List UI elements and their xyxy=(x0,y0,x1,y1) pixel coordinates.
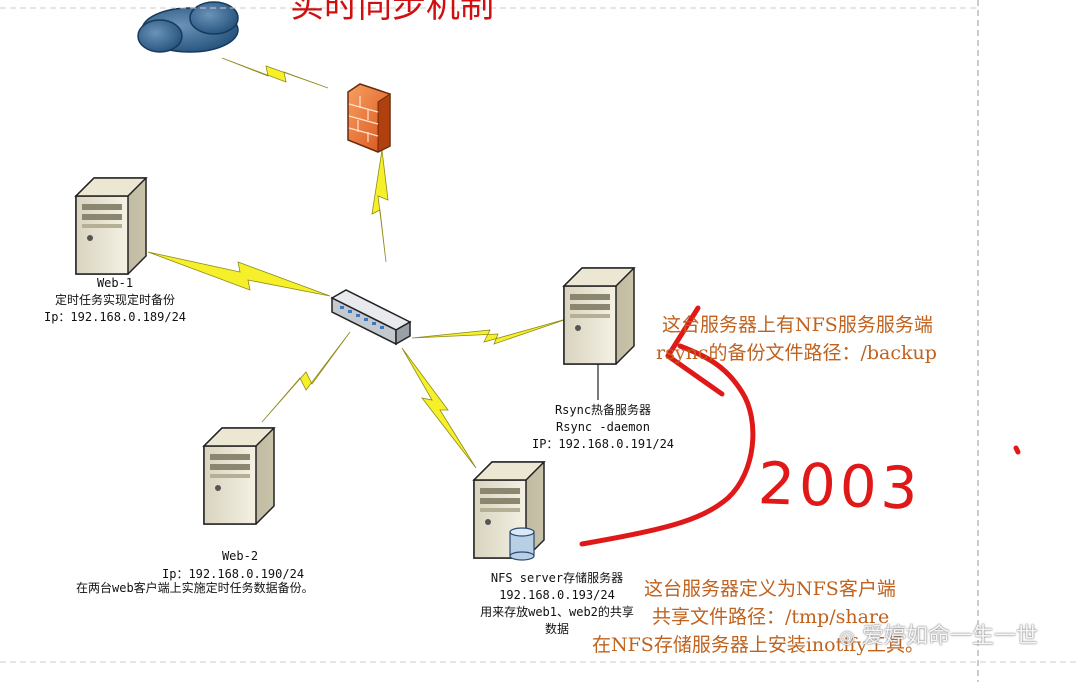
nfs-name: NFS server存储服务器 xyxy=(490,571,624,585)
web1-name: Web-1 xyxy=(96,276,134,290)
link-cloud-firewall xyxy=(221,57,329,89)
web2-desc: 在两台web客户端上实施定时任务数据备份。 xyxy=(76,581,314,595)
cloud-icon xyxy=(137,1,239,53)
rsync-note-line1: 这台服务器上有NFS服务服务端 xyxy=(662,314,933,336)
nfs-note-line1: 这台服务器定义为NFS客户端 xyxy=(644,578,896,600)
link-web2-switch xyxy=(261,331,351,423)
rsync-label: Rsync热备服务器 Rsync -daemon IP：192.168.0.19… xyxy=(518,402,688,453)
nfs-ip: 192.168.0.193/24 xyxy=(499,588,615,602)
network-links xyxy=(147,57,571,469)
link-switch-rsync xyxy=(411,317,571,345)
handwritten-number: 2003 xyxy=(756,449,923,523)
rsync-name: Rsync热备服务器 xyxy=(554,403,652,417)
database-icon xyxy=(509,527,535,561)
wechat-icon: ◎ xyxy=(839,627,855,648)
diagram-title: 实时同步机制 xyxy=(290,0,494,26)
handwritten-arrow xyxy=(579,305,1021,547)
rsync-server-icon xyxy=(563,267,635,400)
nfs-note-line3: 在NFS存储服务器上安装inotify工具。 xyxy=(592,634,925,656)
switch-icon xyxy=(330,289,412,346)
link-web1-switch xyxy=(147,251,331,297)
nfs-desc-1: 用来存放web1、web2的共享 xyxy=(480,605,634,619)
rsync-note-line2: rsync的备份文件路径：/backup xyxy=(656,342,937,364)
firewall-icon xyxy=(347,83,391,153)
link-switch-nfs xyxy=(401,347,477,469)
web2-ip: Ip：192.168.0.190/24 xyxy=(162,567,305,581)
watermark: ◎ 爱婷如命一生一世 xyxy=(839,618,1038,650)
web2-name: Web-2 xyxy=(221,549,259,563)
link-firewall-switch xyxy=(371,149,389,263)
web1-server-icon xyxy=(75,177,147,275)
rsync-daemon: Rsync -daemon xyxy=(556,420,650,434)
web2-server-icon xyxy=(203,427,275,525)
watermark-text: 爱婷如命一生一世 xyxy=(861,624,1038,649)
web1-desc: 定时任务实现定时备份 xyxy=(54,293,175,307)
nfs-desc-2: 数据 xyxy=(544,622,569,636)
web1-label: Web-1 定时任务实现定时备份 Ip：192.168.0.189/24 xyxy=(40,275,190,326)
rsync-ip: IP：192.168.0.191/24 xyxy=(531,437,675,451)
nfs-label: NFS server存储服务器 192.168.0.193/24 用来存放web… xyxy=(462,570,652,638)
nfs-server-icon xyxy=(473,461,545,561)
nfs-note-line2: 共享文件路径：/tmp/share xyxy=(652,606,890,628)
web1-ip: Ip：192.168.0.189/24 xyxy=(43,310,187,324)
